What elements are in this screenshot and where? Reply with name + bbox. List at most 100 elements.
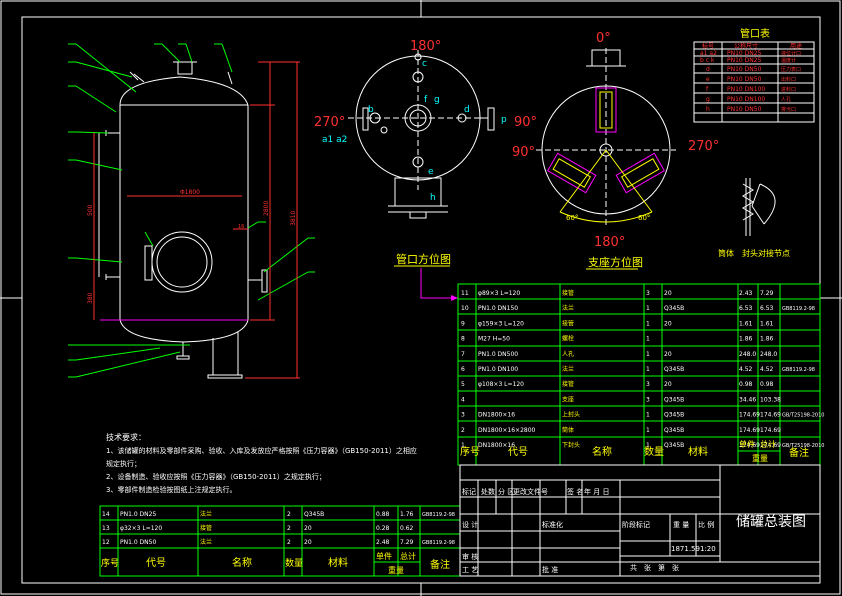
parts-header-no: 序号 [460, 445, 480, 458]
vessel-elevation [98, 61, 268, 379]
parts-table-cell: DN1800×16 [478, 412, 515, 419]
parts-table-cell: 20 [664, 320, 672, 327]
support-view-label: 支座方位图 [588, 255, 643, 269]
left-header-weight: 重量 [388, 565, 404, 575]
tb-approve: 批 准 [542, 565, 558, 574]
parts-header-remark: 备注 [789, 446, 809, 459]
weld-detail-label: 筒体 封头对接节点 [718, 248, 790, 258]
nozzle-row-size: PN10 DN100 [727, 86, 765, 93]
parts-table-cell: 人孔 [562, 350, 574, 358]
tb-mark: 标记 [462, 487, 476, 496]
callout-arrow [420, 268, 458, 299]
parts-table-cell: 1 [646, 336, 650, 343]
parts-table-cell: Q345B [664, 412, 684, 419]
plan-angle-left: 270° [314, 115, 345, 130]
parts-table-cell: 接管 [562, 289, 574, 297]
plan-angle-right: 90° [514, 115, 537, 130]
parts-table-cell: 6.53 [760, 305, 774, 312]
drawing-title: 储罐总装图 [736, 514, 806, 530]
support-angle-top: 0° [596, 31, 611, 46]
nozzle-table-h1: 公称尺寸 [734, 42, 758, 50]
parts-table-cell: 接管 [562, 380, 574, 388]
parts-table-cell: 3 [646, 290, 650, 297]
nozzle-table-rows: a1 a2 PN10 DN25 液位计口 b c k PN10 DN25 温度计… [700, 50, 801, 113]
nozzle-row-size: PN10 DN50 [727, 66, 762, 73]
nozzle-table-title: 管口表 [740, 27, 770, 40]
parts-table-cell: 174.69 [760, 412, 781, 419]
nozzle-letter-h: h [430, 193, 436, 203]
left-table-cell: 2 [287, 539, 291, 546]
nozzle-row-size: PN10 DN100 [727, 96, 765, 103]
support-angle-bottom: 180° [594, 235, 625, 250]
drawing-frame [21, 16, 821, 584]
parts-table-cell: 20 [664, 290, 672, 297]
parts-table-cell: φ89×3 L=120 [478, 290, 520, 297]
tb-weight-value: 1871.59 [671, 545, 700, 553]
dim-16: 16 [238, 224, 244, 230]
parts-table-cell: 174.69 [760, 442, 781, 449]
parts-table-cell: 248.0 [760, 351, 777, 358]
parts-table-cell: 1.61 [760, 320, 774, 327]
dim-380: 380 [87, 292, 94, 304]
parts-table-cell: Q345B [664, 366, 684, 373]
nozzle-table-grid [693, 41, 815, 123]
parts-table-cell: 174.69 [760, 427, 781, 434]
parts-header-total: 总计 [760, 439, 776, 449]
tech-req-line-3: 2、设备制造、验收应按照《压力容器》（GB150-2011）之规定执行； [106, 472, 326, 481]
parts-table-cell: 0.98 [760, 381, 774, 388]
nozzle-tags-a1a2: a1 a2 [322, 135, 347, 145]
left-table-cell: 0.28 [376, 525, 390, 532]
tech-req-title: 技术要求： [106, 432, 146, 442]
dim-shell-diameter: Φ1800 [180, 189, 200, 196]
support-angle-60a: 60° [566, 214, 578, 222]
left-table-cell: 法兰 [200, 510, 212, 518]
nozzle-row-tag: e [706, 76, 710, 83]
nozzle-row-tag: d [706, 66, 710, 73]
left-table-cell: 1.76 [400, 511, 414, 518]
parts-table-cell: 4.52 [760, 366, 774, 373]
callout-arrowhead [451, 295, 458, 301]
tb-date: 年 月 日 [584, 487, 609, 496]
parts-table-cell: 1 [646, 305, 650, 312]
tech-req-line-1: 1、该储罐的材料及零部件采购、验收、入库及发放应严格按照《压力容器》（GB150… [106, 446, 417, 455]
nozzle-orientation-plan [348, 50, 495, 219]
parts-table-cell: 4 [461, 396, 465, 403]
parts-table-cell: 9 [461, 320, 465, 327]
nozzle-row-use: 出料口 [781, 76, 796, 83]
parts-table-cell: 20 [664, 381, 672, 388]
tb-stage: 阶段标记 [622, 520, 650, 529]
nozzle-row-use: 人孔 [781, 96, 791, 103]
left-table-cell: PN1.0 DN50 [120, 539, 156, 546]
parts-table-cell: 3 [646, 381, 650, 388]
dim-shell-length: 2800 [263, 201, 270, 216]
nozzle-row-size: PN10 DN25 [727, 57, 762, 64]
nozzle-letter-b: b [368, 105, 374, 115]
parts-table-cell: 10 [461, 305, 469, 312]
left-table-cell: 0.62 [400, 525, 414, 532]
parts-header-material: 材料 [688, 445, 708, 458]
parts-table-cell: 支座 [562, 395, 574, 403]
left-header-unit: 单件 [376, 551, 392, 561]
parts-table-cell: 2.43 [739, 290, 753, 297]
support-orientation [536, 48, 676, 228]
weld-detail [742, 178, 776, 236]
nozzle-row-use: 进料口 [781, 86, 796, 93]
support-angle-right: 270° [688, 139, 719, 154]
parts-table-cell: 1 [646, 427, 650, 434]
left-header-no: 序号 [101, 557, 119, 569]
dim-500: 500 [87, 204, 94, 216]
tb-change-doc: 更改文件号 [513, 487, 548, 496]
left-header-remark: 备注 [430, 558, 450, 571]
parts-table-cell: PN1.0 DN150 [478, 305, 518, 312]
nozzle-letter-d: d [464, 105, 470, 115]
left-header-name: 名称 [232, 556, 252, 569]
tb-sheets: 共 张 第 张 [630, 563, 679, 572]
left-table-cell: PN1.0 DN25 [120, 511, 156, 518]
parts-header-unit: 单件 [739, 439, 755, 449]
parts-table-cell: 8 [461, 336, 465, 343]
parts-table-cell: Q345B [664, 442, 684, 449]
tb-weight-label: 重 量 [673, 521, 689, 529]
parts-table-cell: 6 [461, 366, 465, 373]
left-table-cell: 14 [102, 511, 110, 518]
